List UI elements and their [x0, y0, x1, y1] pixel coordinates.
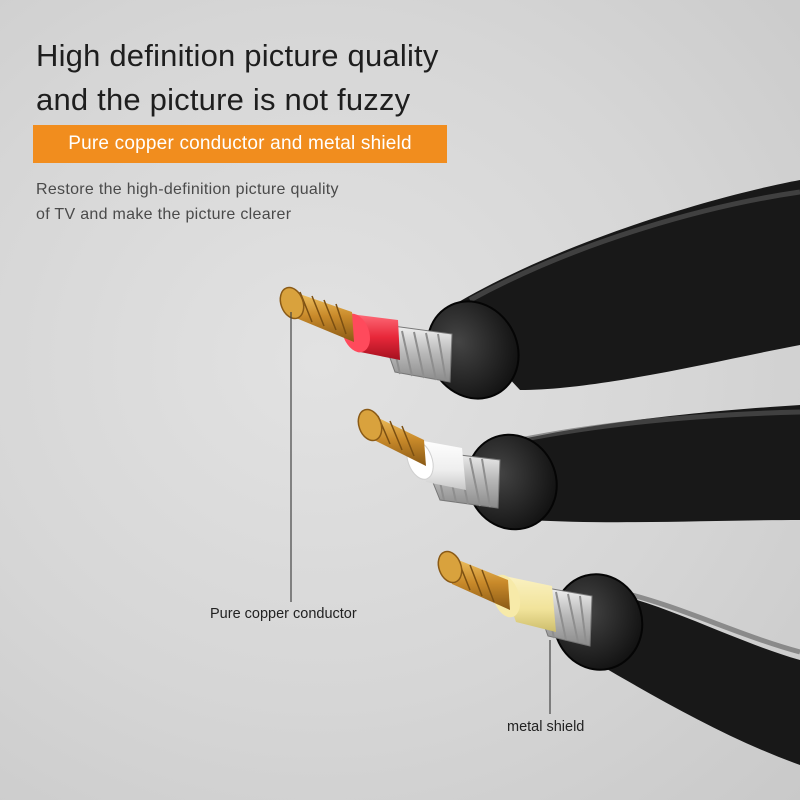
- description: Restore the high-definition picture qual…: [36, 177, 339, 227]
- jacket-white-body: [495, 405, 800, 523]
- callout-label-shield: metal shield: [507, 719, 585, 735]
- cable-white: [357, 405, 800, 531]
- callout-label-copper: Pure copper conductor: [210, 606, 357, 622]
- headline: High definition picture quality and the …: [36, 34, 439, 122]
- description-line-1: Restore the high-definition picture qual…: [36, 181, 339, 198]
- description-line-2: of TV and make the picture clearer: [36, 206, 292, 223]
- jacket-red-highlight: [468, 189, 800, 303]
- cable-yellow: [437, 550, 800, 765]
- headline-line-1: High definition picture quality: [36, 38, 439, 73]
- cable-red: [279, 180, 800, 400]
- jacket-red-body: [445, 180, 800, 390]
- jacket-white-highlight: [519, 409, 800, 443]
- jacket-yellow-body: [595, 590, 800, 765]
- jacket-yellow-highlight: [619, 589, 800, 655]
- copper-yellow-end: [437, 550, 463, 584]
- copper-red-strands: [299, 291, 347, 335]
- feature-banner: Pure copper conductor and metal shield: [33, 125, 447, 163]
- headline-line-2: and the picture is not fuzzy: [36, 82, 411, 117]
- copper-red-end: [279, 286, 305, 320]
- copper-white-end: [357, 408, 383, 442]
